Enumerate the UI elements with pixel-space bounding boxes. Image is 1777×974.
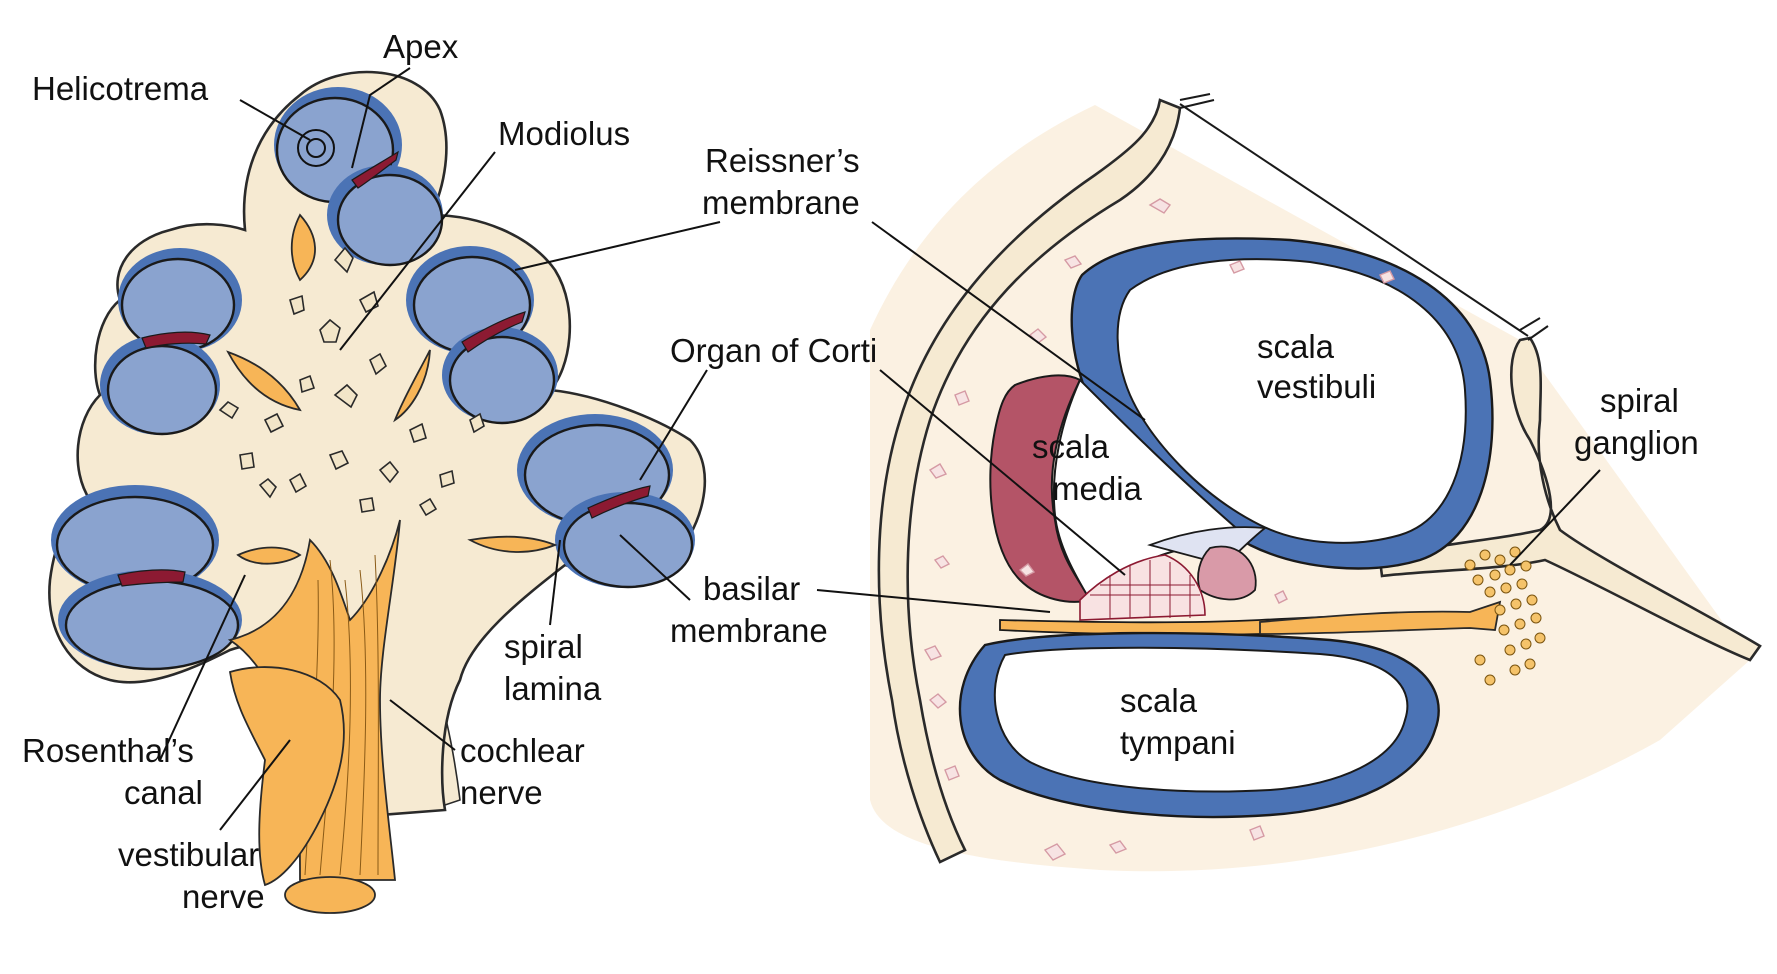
cochlea-section [48,70,707,914]
turn-apex [274,87,444,267]
label-cochlear-nerve-line1: cochlear [460,732,585,769]
leader-corti-right [879,369,1126,576]
modiolus-pores [218,246,485,517]
organ-of-corti [1079,554,1206,621]
turn-middle-right [406,246,558,425]
label-rosenthals-line2: canal [124,774,203,811]
labels: Apex Helicotrema Modiolus Reissner’s mem… [22,28,1699,915]
label-spiral-lamina-line2: lamina [504,670,602,707]
label-rosenthals-line1: Rosenthal’s [22,732,194,769]
label-reissners-line2: membrane [702,184,860,221]
label-cochlear-nerve-line2: nerve [460,774,543,811]
vestibular-nerve-bundle [228,666,345,887]
label-scala-tympani-line1: scala [1120,682,1198,719]
label-spiral-lamina-line1: spiral [504,628,583,665]
leader-reissner [514,221,721,271]
label-spiral-ganglion-line1: spiral [1600,382,1679,419]
leader-modiolus [339,151,496,351]
cut-mark-right [1519,317,1549,341]
label-modiolus: Modiolus [498,115,630,152]
label-spiral-ganglion-line2: ganglion [1574,424,1699,461]
turn-middle-left [100,248,242,436]
label-helicotrema: Helicotrema [32,70,209,107]
leader-vestibular-nerve [219,739,291,831]
label-vestibular-nerve-line1: vestibular [118,836,259,873]
label-scala-vestibuli-line2: vestibuli [1257,368,1376,405]
helicotrema-ring [297,129,335,167]
label-reissners-line1: Reissner’s [705,142,860,179]
spiral-ganglion-cells [1464,546,1546,686]
leader-rosenthal [159,574,246,761]
label-organ-of-corti: Organ of Corti [670,332,877,369]
turn-basal-right [517,414,695,589]
label-scala-vestibuli-line1: scala [1257,328,1335,365]
corti-cells [1090,560,1200,618]
cut-mark-top [1179,93,1215,109]
label-vestibular-nerve-line2: nerve [182,878,265,915]
scala-vestibuli-lumen [1116,258,1467,544]
leader-apex [351,67,411,169]
leader-reissner-right [871,221,1146,421]
leader-lines [159,67,1601,831]
label-basilar-line2: membrane [670,612,828,649]
scala-tympani-lumen [993,646,1409,793]
bone-specks [923,198,1395,861]
label-scala-media-line2: media [1052,470,1143,507]
label-scala-tympani-line2: tympani [1120,724,1236,761]
spiral-ganglia [226,213,558,565]
label-scala-media-line1: scala [1032,428,1110,465]
leader-spiral-ganglion [1509,469,1601,566]
nerve-cut-end [284,876,376,914]
leader-helicotrema [239,99,311,141]
spiral-lamina-shelf [1378,336,1762,662]
cut-line [1179,103,1529,337]
limbus [1197,545,1257,601]
leader-corti-left [639,369,708,481]
cochlear-nerve-fibre [1259,600,1502,635]
leader-basilar-right [816,589,1051,613]
leader-cochlear-nerve [389,699,456,751]
outer-bone-wall [877,98,1182,864]
leader-spiral-lamina [549,539,561,626]
scala-detail [870,93,1762,872]
leader-basilar-left [619,534,691,601]
label-apex: Apex [383,28,459,65]
label-basilar-line1: basilar [703,570,800,607]
turn-basal-left [51,485,242,671]
